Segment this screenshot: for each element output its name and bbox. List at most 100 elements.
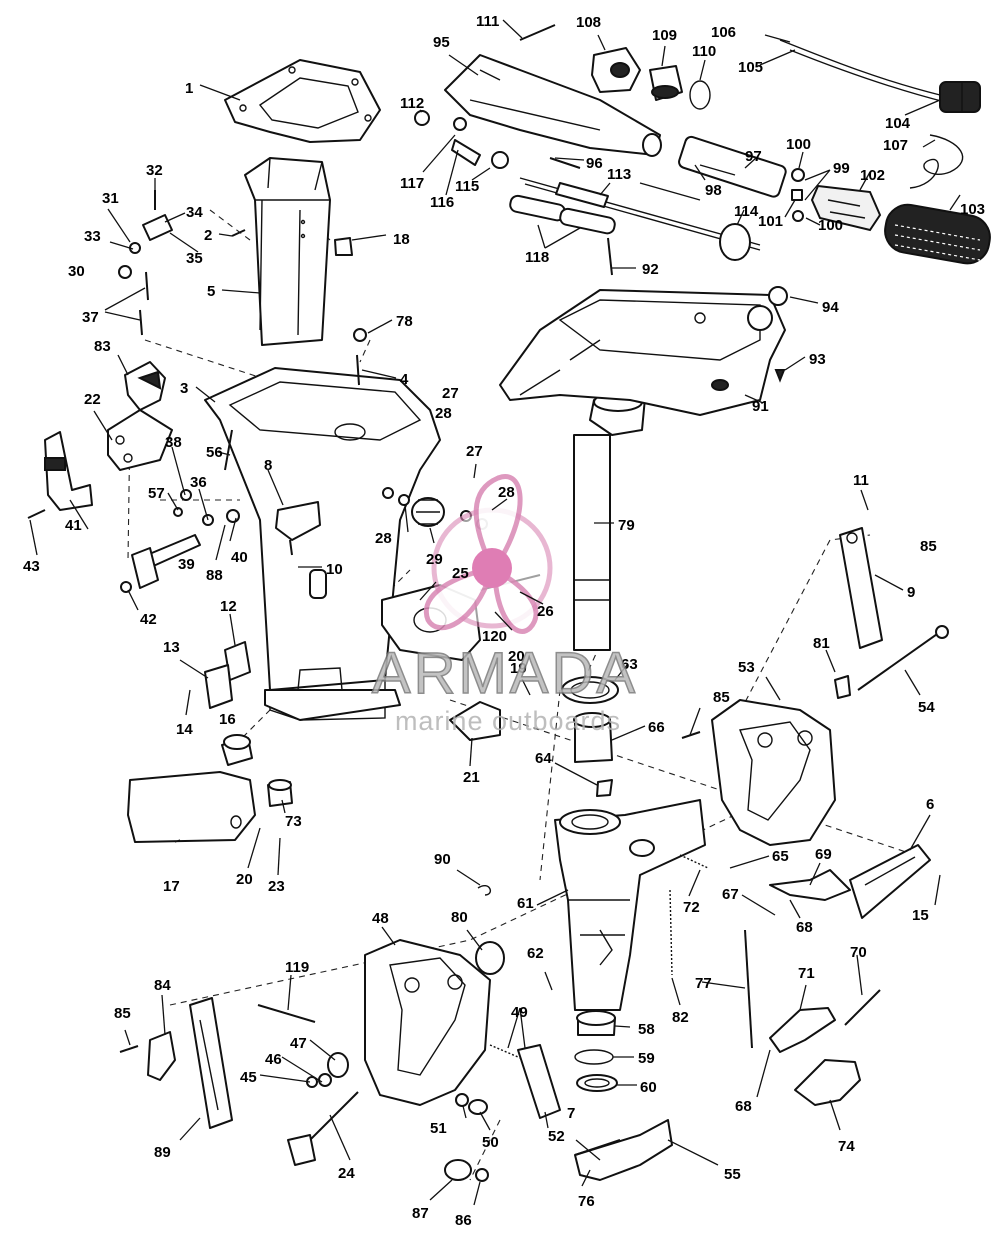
callout-label: 39 <box>178 556 195 573</box>
part-70-pin <box>844 989 881 1026</box>
callout-label: 105 <box>738 59 763 76</box>
part-21-bracket <box>449 701 501 741</box>
part-54-tilt-tube-rod <box>857 625 949 691</box>
part-61-swivel-bracket <box>554 799 706 1011</box>
part-58-bushing <box>576 1010 616 1036</box>
callout-label: 50 <box>482 1134 499 1151</box>
part-52-link <box>517 1044 561 1119</box>
callout-label: 96 <box>586 155 603 172</box>
callout-label: 104 <box>885 115 911 132</box>
callout-label: 63 <box>621 656 638 673</box>
part-71-lever <box>769 1007 836 1053</box>
callout-label: 89 <box>154 1144 171 1161</box>
callout-label: 45 <box>240 1069 257 1086</box>
callout-label: 79 <box>618 517 635 534</box>
callout-label: 19 <box>510 660 527 677</box>
callout-label: 68 <box>735 1098 752 1115</box>
small-fasteners-top <box>414 24 805 383</box>
part-118-sleeve <box>509 194 616 235</box>
callout-label: 27 <box>466 443 483 460</box>
callout-label: 72 <box>683 899 700 916</box>
callout-label: 59 <box>638 1050 655 1067</box>
callout-label: 119 <box>285 959 309 976</box>
callout-label: 65 <box>772 848 789 865</box>
small-parts-upper-left <box>118 190 367 386</box>
callout-label: 87 <box>412 1205 429 1222</box>
callout-label: 85 <box>114 1005 131 1022</box>
callout-label: 18 <box>393 231 410 248</box>
callout-label: 29 <box>426 551 443 568</box>
callout-label: 102 <box>860 167 885 184</box>
part-60-washer <box>576 1074 618 1092</box>
callout-label: 27 <box>442 385 459 402</box>
callout-label: 51 <box>430 1120 447 1137</box>
callout-label: 118 <box>525 249 549 266</box>
part-109-bushing <box>649 65 683 101</box>
callout-label: 52 <box>548 1128 565 1145</box>
callout-label: 108 <box>576 14 601 31</box>
callout-label: 69 <box>815 846 832 863</box>
callout-label: 101 <box>758 213 783 230</box>
part-81-link <box>834 675 851 699</box>
part-63-seal <box>561 676 619 704</box>
callout-label: 53 <box>738 659 755 676</box>
part-39-shift-shaft <box>27 429 240 593</box>
callout-label: 85 <box>920 538 937 555</box>
part-16-plug <box>221 734 253 766</box>
callout-label: 86 <box>455 1212 472 1229</box>
callout-label: 14 <box>176 721 193 738</box>
callout-label: 21 <box>463 769 480 786</box>
callout-label: 28 <box>435 405 452 422</box>
callout-label: 66 <box>648 719 665 736</box>
part-5-exhaust-housing <box>244 157 331 346</box>
callout-label: 22 <box>84 391 101 408</box>
watermark-title: ARMADA <box>371 640 639 707</box>
callout-leader-lines <box>29 19 961 1206</box>
part-108-friction-block <box>591 47 641 93</box>
callout-label: 111 <box>476 13 499 30</box>
callout-label: 84 <box>154 977 171 994</box>
callout-label: 77 <box>695 975 712 992</box>
part-1-gasket <box>224 59 381 143</box>
callout-label: 73 <box>285 813 302 830</box>
callout-label: 78 <box>396 313 413 330</box>
callout-label: 113 <box>607 166 631 183</box>
callout-label: 49 <box>511 1004 528 1021</box>
callout-label: 26 <box>537 603 554 620</box>
callout-label: 24 <box>338 1165 355 1182</box>
callout-label: 37 <box>82 309 99 326</box>
callout-label: 42 <box>140 611 157 628</box>
callout-label: 12 <box>220 598 237 615</box>
callout-label: 28 <box>498 484 515 501</box>
part-47-washer-stack <box>306 1052 349 1088</box>
part-91-steering-bracket <box>499 289 786 416</box>
callout-label: 8 <box>264 457 272 474</box>
part-87-86-knob <box>444 1159 489 1182</box>
callout-label: 115 <box>455 178 479 195</box>
callout-label: 92 <box>642 261 659 278</box>
callout-label: 93 <box>809 351 826 368</box>
callout-label: 103 <box>960 201 985 218</box>
part-119-clamp-bolt <box>257 1004 316 1023</box>
callout-numbers: 1 2 3 4 5 6 7 8 9 10 11 12 13 14 15 16 1… <box>23 13 985 1229</box>
part-22-shift-lever-plate <box>107 409 173 471</box>
part-77-rod <box>744 929 753 1049</box>
callout-label: 33 <box>84 228 101 245</box>
callout-label: 114 <box>734 203 759 220</box>
callout-label: 48 <box>372 910 389 927</box>
part-113-throttle-shaft <box>519 177 761 251</box>
callout-label: 109 <box>652 27 677 44</box>
part-110-o-ring <box>689 80 711 110</box>
part-29-shift-detent <box>382 487 488 530</box>
callout-label: 23 <box>268 878 285 895</box>
callout-label: 83 <box>94 338 111 355</box>
callout-label: 41 <box>65 517 82 534</box>
callout-label: 7 <box>567 1105 575 1122</box>
callout-label: 71 <box>798 965 815 982</box>
callout-label: 106 <box>711 24 736 41</box>
part-55-tilt-support <box>574 1119 673 1181</box>
callout-label: 13 <box>163 639 180 656</box>
part-17-cover <box>127 771 256 843</box>
part-83-shift-lever <box>124 361 166 411</box>
callout-label: 91 <box>752 398 769 415</box>
